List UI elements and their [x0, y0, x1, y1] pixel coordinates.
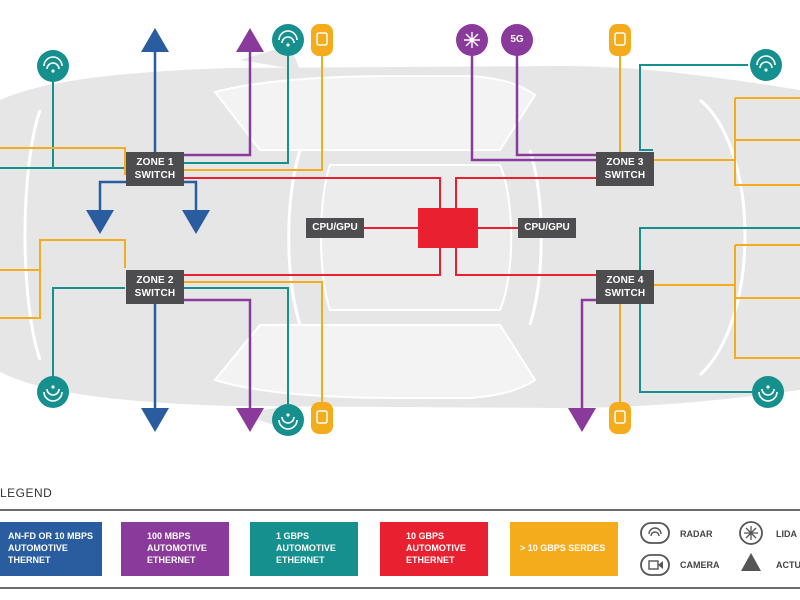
legend-1g-line1: 1 GBPS: [276, 531, 310, 541]
legend-10g-line1: 10 GBPS: [406, 531, 445, 541]
legend-10g-line2: AUTOMOTIVE: [406, 543, 466, 553]
legend-100m-line1: 100 MBPS: [147, 531, 191, 541]
10g-lines: [183, 177, 600, 276]
legend-100m-line3: ETHERNET: [147, 555, 196, 565]
actuator-arrows-blue: [86, 28, 210, 432]
legend-camera-label: CAMERA: [680, 560, 720, 570]
serdes-lines: [0, 50, 800, 405]
radar-icon: [640, 522, 670, 544]
zone-3-sublabel: SWITCH: [604, 170, 646, 181]
zone-3-switch: ZONE 3 SWITCH: [596, 152, 654, 186]
legend-radar-label: RADAR: [680, 529, 713, 539]
radar-icon: [272, 24, 304, 56]
radar-icon: [752, 376, 784, 408]
lidar-icon: [456, 24, 488, 56]
zone-4-switch: ZONE 4 SWITCH: [596, 270, 654, 304]
radar-icon: [272, 404, 304, 436]
radar-icon: [37, 50, 69, 82]
zone-2-label: ZONE 2: [136, 275, 174, 286]
vehicle-network-diagram: [0, 24, 800, 436]
legend-1g-line2: AUTOMOTIVE: [276, 543, 336, 553]
legend-10g-line3: ETHERNET: [406, 555, 455, 565]
zone-4-label: ZONE 4: [606, 275, 644, 286]
radar-icon: [750, 49, 782, 81]
legend-serdes-line1: > 10 GBPS SERDES: [520, 543, 606, 553]
camera-icon: [311, 24, 333, 56]
5g-label: 5G: [510, 34, 524, 45]
legend-box: [0, 509, 800, 589]
central-compute: [418, 208, 478, 248]
legend-title: LEGEND: [0, 486, 53, 500]
actuator-arrows-purple: [236, 28, 596, 432]
camera-icon: [609, 24, 631, 56]
zone-1-switch: ZONE 1 SWITCH: [126, 152, 184, 186]
legend-can-line2: AUTOMOTIVE: [8, 543, 68, 553]
legend-lidar-label: LIDA: [776, 529, 797, 539]
zone-2-sublabel: SWITCH: [134, 288, 176, 299]
1g-lines: [0, 52, 800, 408]
zone-2-switch: ZONE 2 SWITCH: [126, 270, 184, 304]
legend-can-line3: THERNET: [8, 555, 51, 565]
legend-100m-line2: AUTOMOTIVE: [147, 543, 207, 553]
zone-1-sublabel: SWITCH: [134, 170, 176, 181]
legend-actuator-label: ACTU: [776, 560, 800, 570]
car-silhouette: [0, 45, 800, 430]
zone-1-label: ZONE 1: [136, 157, 174, 168]
zone-4-sublabel: SWITCH: [604, 288, 646, 299]
legend-10g: 10 GBPS AUTOMOTIVE ETHERNET: [380, 522, 488, 576]
legend-100m: 100 MBPS AUTOMOTIVE ETHERNET: [121, 522, 229, 576]
can-lines: [98, 52, 198, 408]
radar-icon: [37, 376, 69, 408]
lidar-icon: [739, 521, 763, 545]
legend-can-line1: AN-FD OR 10 MBPS: [8, 531, 94, 541]
cpu-gpu-right: CPU/GPU: [518, 218, 576, 238]
legend-1g: 1 GBPS AUTOMOTIVE ETHERNET: [250, 522, 358, 576]
camera-icon: [640, 554, 670, 576]
5g-antenna-icon: [501, 24, 533, 56]
cpu-gpu-left: CPU/GPU: [306, 218, 364, 238]
camera-icon: [311, 402, 333, 434]
camera-icon: [609, 402, 631, 434]
actuator-icon: [741, 553, 761, 571]
zone-3-label: ZONE 3: [606, 157, 644, 168]
legend-serdes: > 10 GBPS SERDES: [510, 522, 618, 576]
legend-can: AN-FD OR 10 MBPS AUTOMOTIVE THERNET: [0, 522, 102, 576]
legend-1g-line3: ETHERNET: [276, 555, 325, 565]
